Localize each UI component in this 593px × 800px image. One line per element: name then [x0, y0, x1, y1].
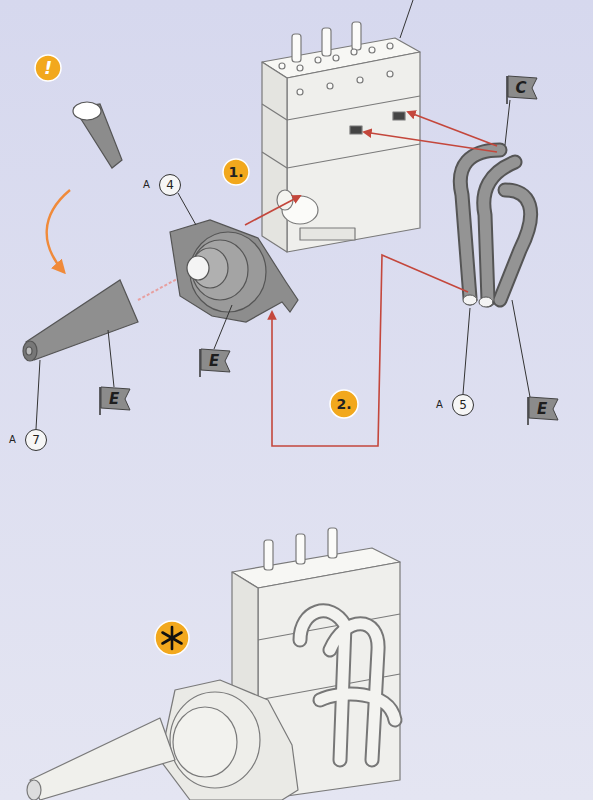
part-number: 7 — [32, 434, 40, 446]
sprue-letter: A — [436, 400, 443, 410]
sprue-letter: A — [9, 435, 16, 445]
asterisk-badge — [155, 621, 189, 655]
paint-flag: E — [98, 387, 130, 411]
part-number: 5 — [459, 399, 467, 411]
step-badge: 2. — [329, 389, 359, 419]
flag-pole — [99, 387, 101, 415]
step-number: 2. — [336, 397, 351, 411]
flag-pole — [506, 76, 508, 104]
leader-lines — [36, 0, 530, 429]
flag-shape — [529, 397, 558, 420]
sprue-letter: A — [143, 180, 150, 190]
bell-housing — [170, 220, 298, 322]
callout-circle — [26, 430, 47, 451]
step-number: 1. — [228, 165, 243, 179]
paint-code: C — [515, 81, 526, 96]
callout-circle — [453, 395, 474, 416]
cone-part — [23, 280, 138, 361]
move-arrow — [47, 190, 70, 272]
flag-shape — [508, 76, 537, 99]
exhaust-manifold — [460, 150, 530, 307]
badge-circle — [35, 55, 61, 81]
flag-shape — [201, 349, 230, 372]
flag-pole — [199, 349, 201, 377]
flag-shape — [101, 387, 130, 410]
paint-flag: C — [505, 76, 537, 100]
paint-code: E — [109, 392, 119, 407]
step-badge: ! — [34, 54, 62, 82]
paint-flag: E — [198, 349, 230, 373]
paint-flag: E — [526, 397, 558, 421]
callout-circle — [160, 175, 181, 196]
badge-circle — [223, 159, 249, 185]
part-number: 4 — [166, 179, 174, 191]
paint-code: E — [209, 354, 219, 369]
part-callout: A7 — [3, 429, 47, 451]
step-badge: 1. — [222, 158, 250, 186]
cone-detail — [73, 102, 122, 168]
badge-circle — [330, 390, 358, 418]
part-callout: A4 — [137, 174, 181, 196]
assembly-arrows — [245, 112, 497, 446]
paint-code: E — [537, 402, 547, 417]
part-callout: A5 — [430, 394, 474, 416]
assembled-engine — [27, 528, 400, 800]
flag-pole — [527, 397, 529, 425]
step-number: ! — [44, 59, 52, 77]
assembled-exhaust — [300, 611, 395, 760]
